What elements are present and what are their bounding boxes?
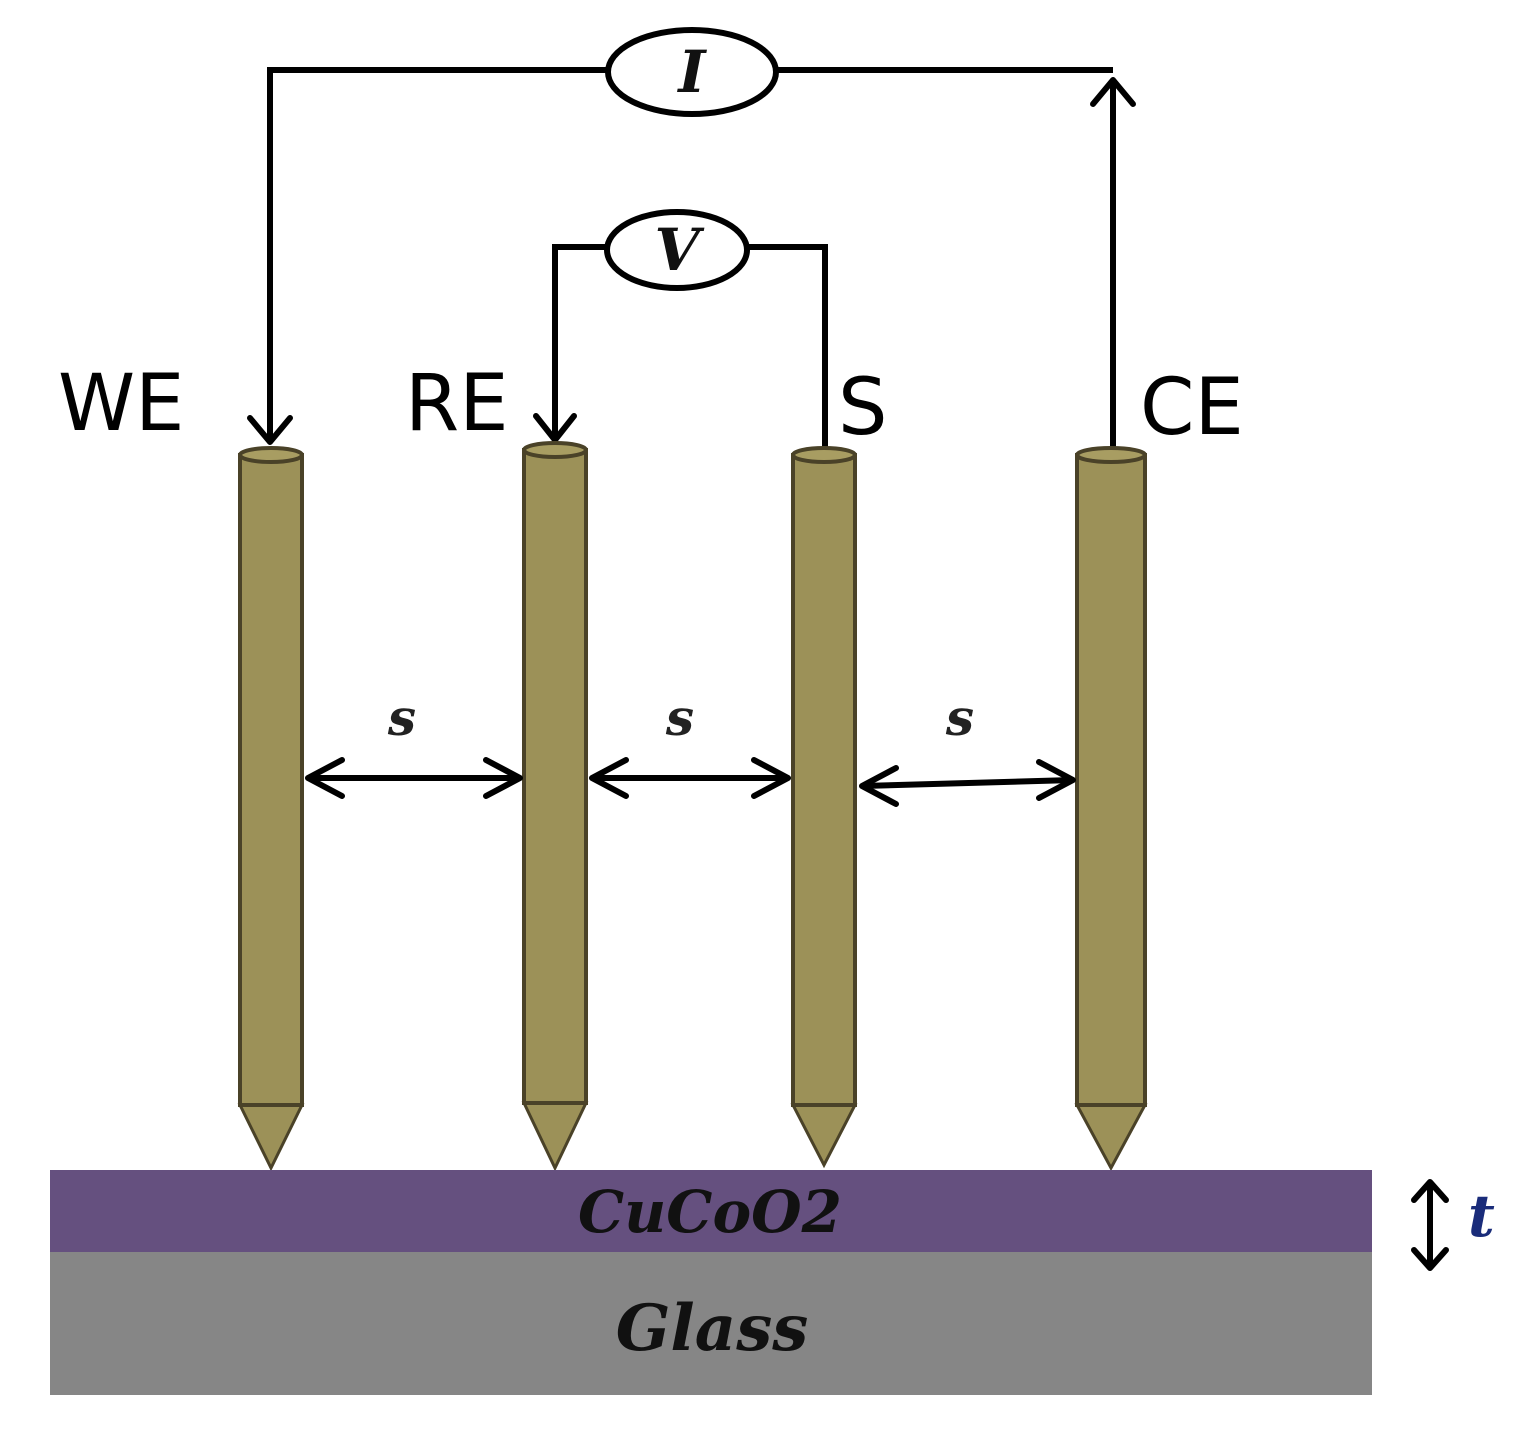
probe-shaft	[238, 453, 304, 1107]
substrate-label: Glass	[616, 1291, 809, 1366]
spacing-label-3: s	[945, 688, 974, 747]
arrow-left-icon	[859, 765, 899, 807]
film-label: CuCoO2	[578, 1178, 842, 1246]
arrow-up-icon	[1411, 1179, 1449, 1203]
thickness-indicator: t	[1411, 1179, 1495, 1271]
probe-label-ce: CE	[1140, 363, 1244, 453]
arrow-right-icon	[751, 757, 791, 799]
substrate-layer	[50, 1252, 1372, 1395]
probe-label-s: S	[838, 363, 888, 453]
current-circuit: I	[247, 27, 1136, 452]
arrow-left-icon	[305, 757, 345, 799]
probe-label-we: WE	[58, 359, 184, 449]
film-layer	[50, 1170, 1372, 1252]
probe-tip	[790, 1103, 858, 1169]
arrow-left-icon	[589, 757, 629, 799]
arrow-down-icon	[247, 415, 293, 445]
voltage-wire-right	[745, 244, 828, 452]
ammeter	[605, 27, 779, 117]
probe-cap	[522, 441, 588, 459]
thickness-label: t	[1468, 1182, 1495, 1250]
spacing-arrow-3	[859, 759, 1076, 807]
probe-shaft	[791, 453, 857, 1107]
voltmeter	[604, 209, 750, 291]
arrow-down-icon	[1411, 1247, 1449, 1271]
arrow-up-icon	[1090, 77, 1136, 107]
probe-s	[790, 446, 858, 1169]
voltmeter-label: V	[654, 216, 704, 284]
spacing-label-2: s	[665, 688, 694, 747]
spacing-arrow-1	[305, 757, 523, 799]
spacing-label-1: s	[387, 688, 416, 747]
probe-cap	[1075, 446, 1147, 464]
probe-tip	[521, 1101, 589, 1172]
probe-re	[521, 441, 589, 1172]
probe-shaft	[522, 448, 588, 1105]
voltage-wire-left	[552, 244, 609, 438]
probe-ce	[1074, 446, 1148, 1172]
voltage-circuit: V	[533, 209, 828, 452]
arrow-down-icon	[533, 413, 577, 443]
current-wire-left	[267, 67, 609, 440]
probe-tip	[1074, 1103, 1148, 1172]
spacing-arrow-2	[589, 757, 791, 799]
probe-cap	[238, 446, 304, 464]
arrow-right-icon	[483, 757, 523, 799]
probe-cap	[791, 446, 857, 464]
probe-label-re: RE	[405, 359, 508, 449]
probe-tip	[237, 1103, 305, 1172]
ammeter-label: I	[676, 38, 707, 106]
probe-shaft	[1075, 453, 1147, 1107]
arrow-right-icon	[1036, 759, 1076, 801]
probe-we	[237, 446, 305, 1172]
